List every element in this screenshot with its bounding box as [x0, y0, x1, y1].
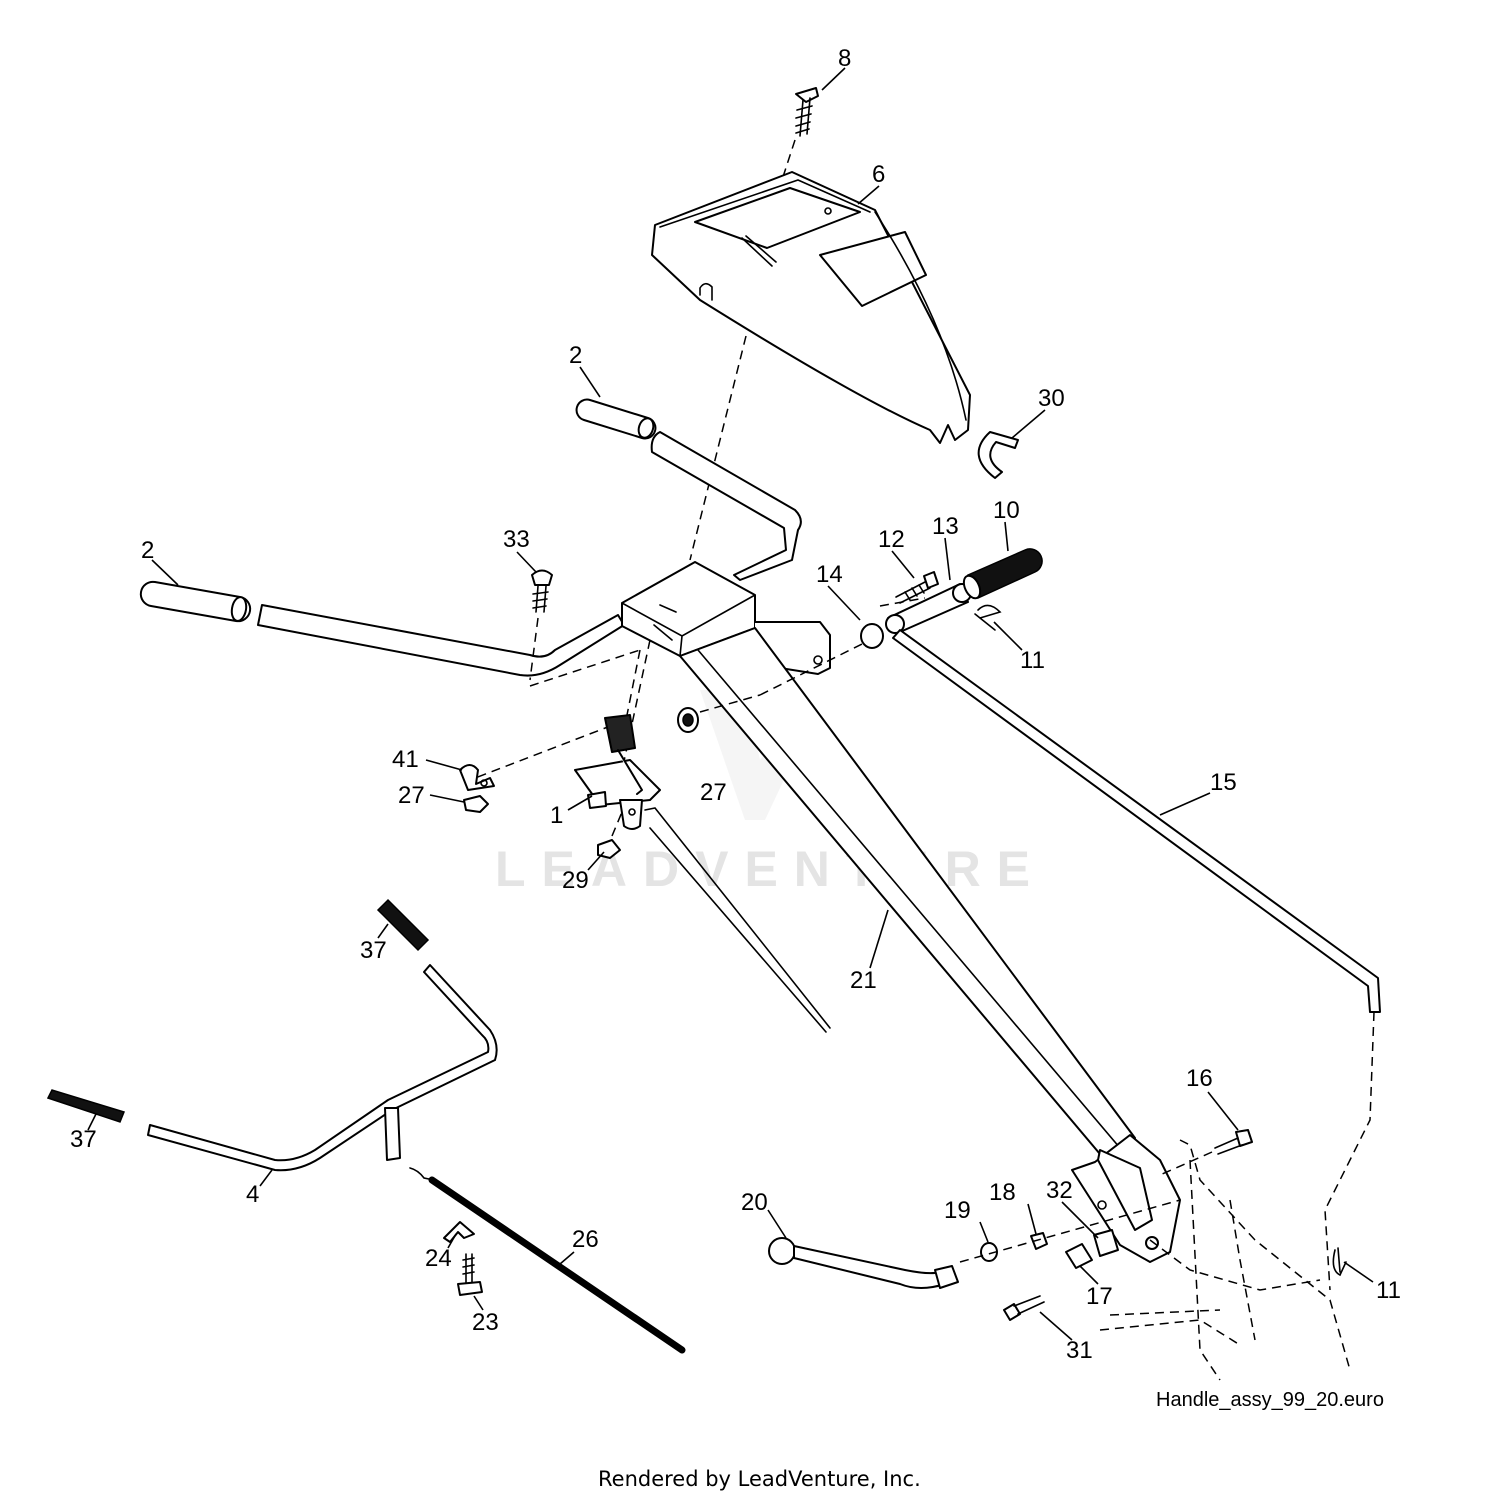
clip-30 [977, 431, 1019, 479]
callout-37-left: 37 [70, 1126, 97, 1153]
clip-24 [443, 1221, 475, 1243]
callout-labels: 8 6 2 30 2 33 12 13 10 14 11 41 27 1 27 … [70, 45, 1401, 1364]
cotter-pin-11-upper [974, 604, 1002, 631]
spacer-14 [860, 623, 884, 649]
callout-27-left: 27 [398, 782, 425, 809]
callout-12: 12 [878, 526, 905, 553]
bolt-12 [895, 571, 939, 604]
grip-37-left [46, 1089, 125, 1123]
callout-15: 15 [1210, 769, 1237, 796]
bolt-33 [529, 569, 553, 681]
callout-4: 4 [246, 1181, 259, 1208]
callout-37-upper: 37 [360, 937, 387, 964]
handle-bar-4 [147, 964, 498, 1172]
nut-18 [1030, 1232, 1048, 1250]
callout-41: 41 [392, 746, 419, 773]
callout-1: 1 [550, 802, 563, 829]
bolt-16 [1159, 1129, 1253, 1176]
callout-18: 18 [989, 1179, 1016, 1206]
console-cover-6 [651, 171, 971, 561]
callout-31: 31 [1066, 1337, 1093, 1364]
block-17 [1065, 1243, 1093, 1269]
callout-10: 10 [993, 497, 1020, 524]
grip-2-left [139, 580, 252, 623]
grip-37-upper [376, 898, 430, 952]
callout-30: 30 [1038, 385, 1065, 412]
callout-8: 8 [838, 45, 851, 72]
shift-bracket-1 [574, 714, 831, 1033]
callout-19: 19 [944, 1197, 971, 1224]
callout-14: 14 [816, 561, 843, 588]
bolt-31 [1003, 1295, 1045, 1321]
nut-29 [597, 811, 623, 859]
callout-16: 16 [1186, 1065, 1213, 1092]
callout-17: 17 [1086, 1283, 1113, 1310]
callout-6: 6 [872, 161, 885, 188]
callout-33: 33 [503, 526, 530, 553]
render-credit: Rendered by LeadVenture, Inc. [598, 1467, 921, 1491]
clip-41 [459, 764, 495, 791]
callout-27-center: 27 [700, 779, 727, 806]
transmission-ghost [1099, 1139, 1351, 1381]
nut-27-center [677, 707, 699, 733]
callout-11-upper: 11 [1020, 647, 1045, 674]
callout-2-upper: 2 [569, 342, 582, 369]
grip-2-upper [575, 398, 657, 440]
drawing-name: Handle_assy_99_20.euro [1156, 1389, 1384, 1411]
cotter-pin-11-lower [1332, 1247, 1347, 1277]
lever-20 [768, 1237, 959, 1289]
block-32 [1093, 1229, 1119, 1257]
callout-11-lower: 11 [1376, 1277, 1401, 1304]
nut-27-left [463, 795, 489, 813]
callout-2-left: 2 [141, 537, 154, 564]
screw-23 [457, 1253, 483, 1296]
leader-lines [87, 67, 1374, 1341]
callout-32: 32 [1046, 1177, 1073, 1204]
callout-26: 26 [572, 1226, 599, 1253]
callout-13: 13 [932, 513, 959, 540]
callout-24: 24 [425, 1245, 452, 1272]
lower-housing [1071, 1134, 1181, 1263]
cable-26 [409, 1167, 686, 1354]
callout-29: 29 [562, 867, 589, 894]
callout-20: 20 [741, 1189, 768, 1216]
grip-10 [962, 548, 1043, 600]
callout-21: 21 [850, 967, 877, 994]
callout-23: 23 [472, 1309, 499, 1336]
lever-15 [885, 583, 1381, 1013]
screw-8 [781, 87, 819, 181]
